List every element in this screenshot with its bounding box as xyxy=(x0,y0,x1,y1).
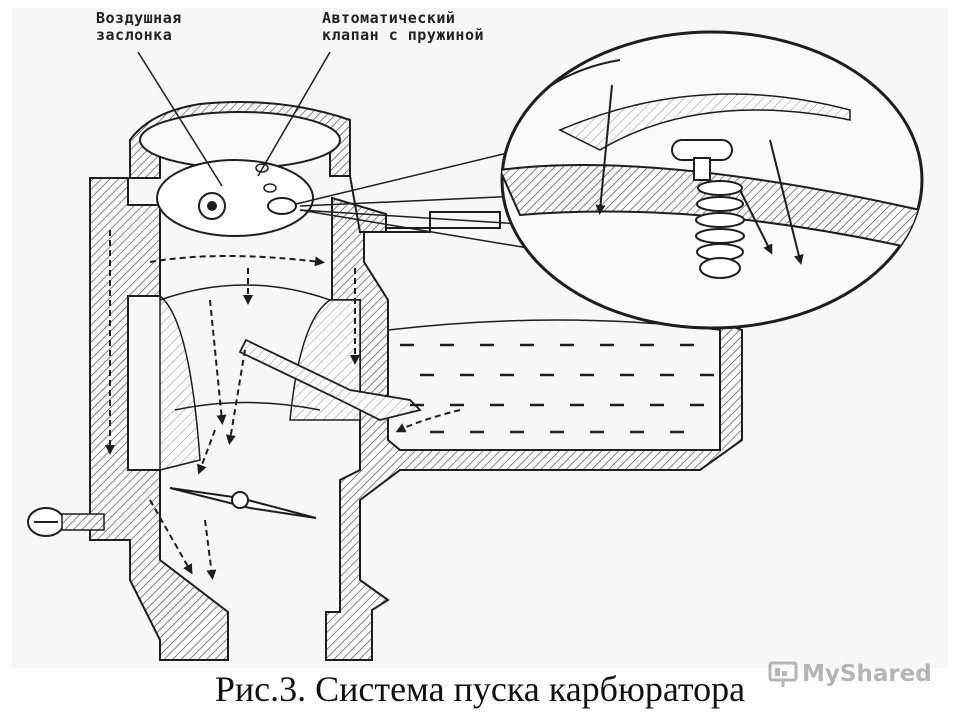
fuel-surface xyxy=(387,319,721,434)
throttle-valve xyxy=(169,487,317,519)
venturi xyxy=(159,284,361,471)
leader-valve xyxy=(257,51,331,177)
label-auto-valve-text: Автоматический клапан с пружиной xyxy=(322,9,485,44)
left-wall xyxy=(89,177,229,661)
leader-air-damper xyxy=(137,51,223,187)
label-air-damper-text: Воздушная заслонка xyxy=(96,9,182,44)
airflow-arrows xyxy=(105,230,461,580)
right-wall xyxy=(325,196,743,661)
label-air-damper: Воздушная заслонка xyxy=(96,10,236,44)
damper-plate xyxy=(156,159,314,237)
idle-screw xyxy=(27,507,105,537)
carburetor-body xyxy=(89,101,743,661)
watermark-text: MyShared xyxy=(802,661,932,687)
watermark: MyShared xyxy=(768,657,932,691)
main-jet xyxy=(238,338,422,421)
auto-valve xyxy=(267,197,297,215)
valve-detail-callout xyxy=(295,30,924,330)
float-chamber-cover xyxy=(349,175,501,233)
figure-caption: Рис.3. Система пуска карбюратора xyxy=(214,669,746,709)
label-auto-valve: Автоматический клапан с пружиной xyxy=(322,10,562,44)
air-damper xyxy=(156,159,314,237)
presentation-board-icon xyxy=(768,661,798,687)
